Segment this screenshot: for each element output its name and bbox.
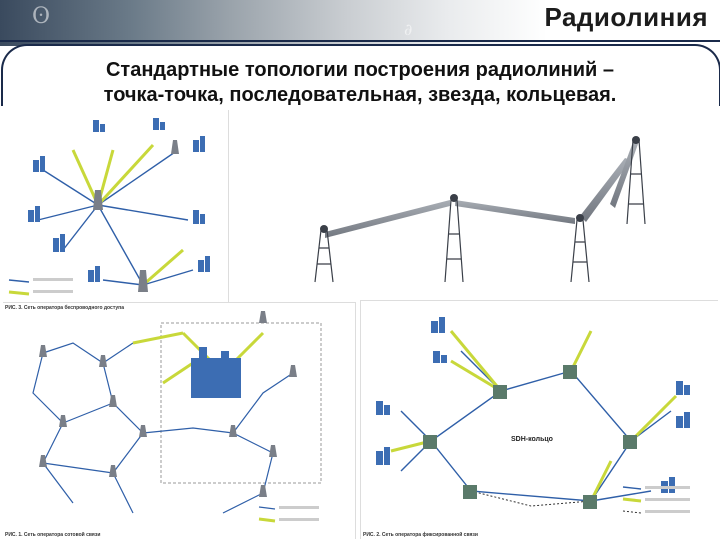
cellular-network-diagram: РИС. 1. Сеть оператора сотовой связи РИС… bbox=[3, 302, 356, 539]
title-underline bbox=[0, 40, 720, 42]
header-ghost-glyph: ∂ bbox=[404, 20, 413, 39]
city-boundary bbox=[160, 322, 322, 484]
ptp-svg bbox=[314, 136, 646, 283]
optical-fiber-links bbox=[470, 490, 592, 507]
star-topology-svg bbox=[8, 118, 210, 296]
header-ghost-glyph: ʘ bbox=[32, 4, 51, 29]
ring-svg: SDH-кольцо bbox=[376, 317, 690, 514]
ring-legend bbox=[622, 486, 690, 514]
radio-tower-icon bbox=[314, 139, 646, 283]
ring-label: SDH-кольцо bbox=[511, 436, 553, 443]
mesh-svg bbox=[32, 311, 322, 523]
city-building-icon bbox=[191, 347, 241, 398]
star-yellow-links bbox=[71, 143, 184, 287]
radio-link-beams bbox=[325, 142, 638, 238]
star-figure-caption: РИС. 3. Сеть оператора беспроводного дос… bbox=[5, 305, 124, 311]
building-icon bbox=[376, 317, 690, 493]
star-legend bbox=[8, 278, 73, 296]
ring-yellow-links bbox=[390, 330, 678, 502]
star-links bbox=[37, 149, 194, 286]
mesh-links bbox=[32, 342, 294, 514]
equipment-box-icon bbox=[423, 365, 637, 509]
subtitle-line-1: Стандартные топологии построения радиоли… bbox=[105, 59, 615, 81]
ring-topology-diagram: SDH-кольцо РИС. 2. Сеть оператора фиксир… bbox=[360, 300, 718, 539]
radio-tower-icon bbox=[39, 311, 297, 497]
ring-figure-caption: РИС. 2. Сеть оператора фиксированной свя… bbox=[363, 532, 478, 538]
antenna-dish-icons bbox=[320, 136, 640, 233]
mesh-figure-caption: РИС. 1. Сеть оператора сотовой связи bbox=[5, 532, 101, 538]
mesh-legend bbox=[258, 506, 319, 523]
star-topology-diagram bbox=[3, 110, 229, 305]
header-background: ʘ ∂ bbox=[0, 0, 720, 46]
building-icon bbox=[28, 118, 210, 282]
page-subtitle: Стандартные топологии построения радиоли… bbox=[10, 58, 710, 108]
ring-links bbox=[400, 350, 672, 502]
page-title: Радиолиния bbox=[544, 2, 708, 32]
subtitle-line-2: точка-точка, последовательная, звезда, к… bbox=[103, 84, 617, 106]
radio-tower-icon bbox=[93, 140, 179, 292]
point-to-point-diagram bbox=[305, 134, 717, 284]
